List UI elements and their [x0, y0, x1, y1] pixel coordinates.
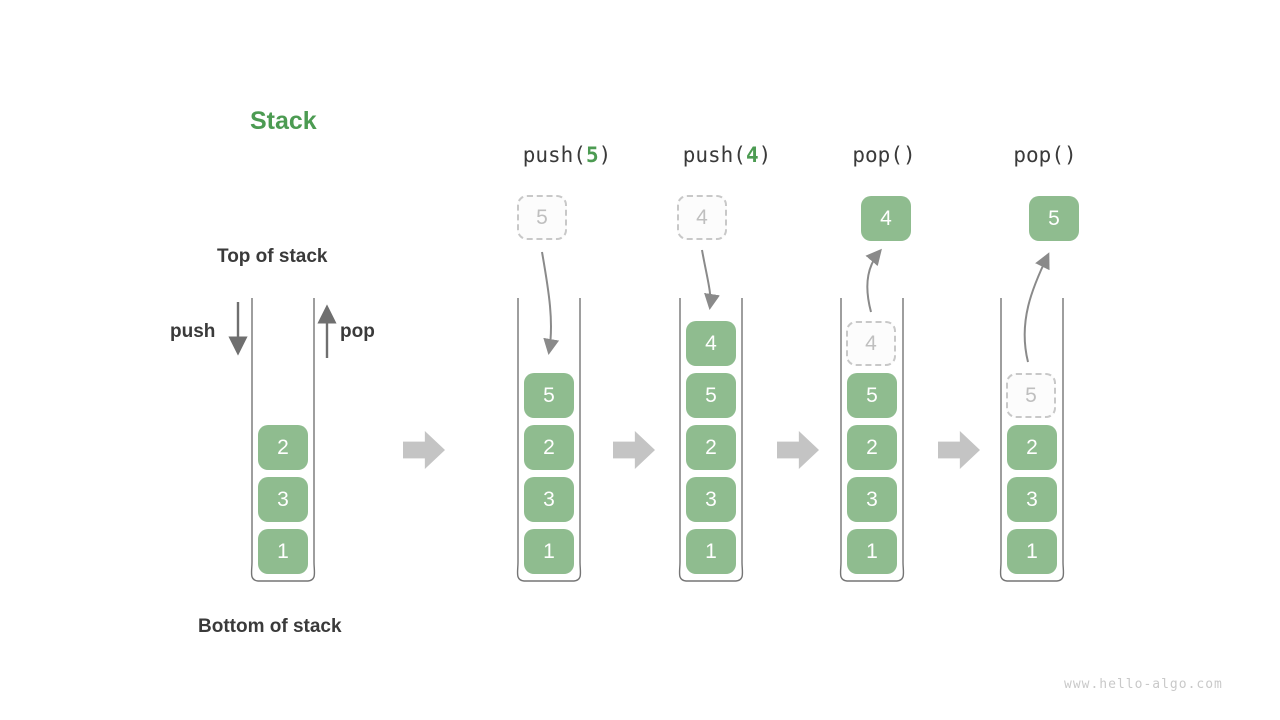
stack-box: 5 — [686, 373, 736, 418]
stack-container-outline — [250, 298, 316, 582]
push4-arrow — [701, 249, 720, 310]
floating-dashed-box: 4 — [677, 195, 727, 240]
popped-value-box: 5 — [1029, 196, 1079, 241]
stack-box: 3 — [1007, 477, 1057, 522]
stack-container-outline — [999, 298, 1065, 582]
stack-box: 2 — [847, 425, 897, 470]
stack-containers — [250, 298, 1065, 582]
stack-box: 4 — [686, 321, 736, 366]
stack-box: 1 — [258, 529, 308, 574]
op-arg: 4 — [745, 143, 759, 167]
stack-box: 1 — [1007, 529, 1057, 574]
stack-box: 2 — [258, 425, 308, 470]
popped-slot-dashed-box: 5 — [1006, 373, 1056, 418]
stack-box: 2 — [1007, 425, 1057, 470]
watermark: www.hello-algo.com — [1064, 677, 1223, 692]
stack-container-outline — [678, 298, 744, 582]
op-text: push( — [522, 143, 586, 167]
stack-box: 2 — [524, 425, 574, 470]
op-arg: 5 — [585, 143, 599, 167]
popped-value-box: 4 — [861, 196, 911, 241]
stack-box: 1 — [847, 529, 897, 574]
stack-box: 3 — [258, 477, 308, 522]
stack-box: 1 — [686, 529, 736, 574]
operation-arrows — [541, 248, 1050, 363]
stack-container-outline — [516, 298, 582, 582]
pop-label: pop — [340, 321, 375, 342]
op-text: pop() — [852, 143, 916, 167]
bottom-of-stack-label: Bottom of stack — [198, 616, 342, 637]
floating-dashed-box: 5 — [517, 195, 567, 240]
op-label-pop1: pop() — [784, 143, 984, 167]
stack-box: 1 — [524, 529, 574, 574]
stack-container-outline — [839, 298, 905, 582]
op-text: ) — [598, 143, 612, 167]
top-of-stack-label: Top of stack — [217, 246, 328, 267]
push-label: push — [170, 321, 216, 342]
op-text: ) — [758, 143, 772, 167]
popped-slot-dashed-box: 4 — [846, 321, 896, 366]
diagram-title: Stack — [250, 107, 317, 135]
stack-box: 5 — [847, 373, 897, 418]
op-text: push( — [682, 143, 746, 167]
stack-box: 5 — [524, 373, 574, 418]
op-label-push5: push(5) — [467, 143, 667, 167]
stack-box: 2 — [686, 425, 736, 470]
op-label-push4: push(4) — [627, 143, 827, 167]
op-text: pop() — [1013, 143, 1077, 167]
op-label-pop2: pop() — [945, 143, 1145, 167]
pop1-arrow — [865, 248, 882, 313]
stack-box: 3 — [524, 477, 574, 522]
push5-arrow — [541, 251, 560, 355]
stack-box: 3 — [686, 477, 736, 522]
stack-box: 3 — [847, 477, 897, 522]
pop2-arrow — [1023, 252, 1050, 363]
